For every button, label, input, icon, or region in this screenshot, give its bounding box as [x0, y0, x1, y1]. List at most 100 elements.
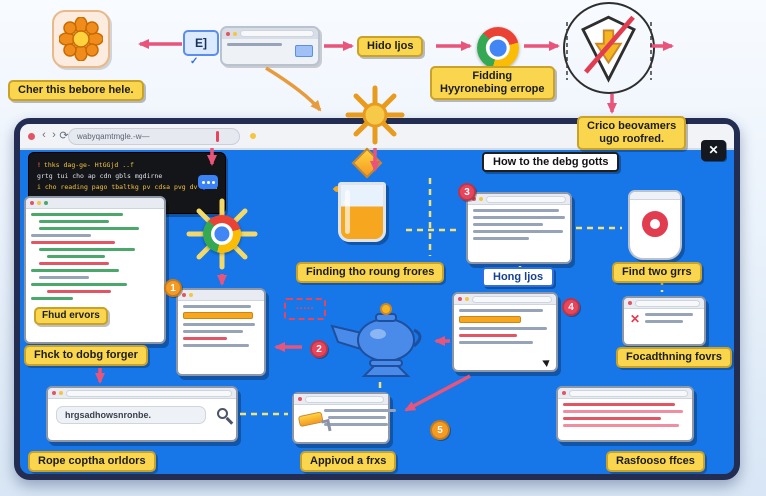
result-card-top — [466, 192, 572, 264]
text-line — [645, 320, 684, 323]
label-crico-line2: ugo roofred. — [599, 133, 665, 146]
card-titlebar — [48, 388, 236, 399]
glass-shine — [345, 190, 350, 234]
step-badge-3: 3 — [458, 183, 476, 201]
alert-icon: ! — [37, 161, 41, 169]
card-titlebar — [454, 294, 556, 305]
code-line — [39, 276, 89, 279]
label-focad: Focadthning fovrs — [616, 347, 732, 369]
text-line — [473, 230, 563, 233]
close-button[interactable]: ✕ — [701, 140, 726, 161]
text-line — [459, 341, 533, 344]
address-bar[interactable]: wabyqamtmgle.-w— — [68, 128, 240, 145]
starburst-icon — [345, 85, 405, 145]
console-line-1: !thks dag-ge- HtGGjd ..f — [37, 160, 217, 171]
roller-grip — [326, 419, 332, 432]
code-line — [31, 297, 73, 300]
magnifier-icon — [217, 408, 228, 419]
label-hido-ljos: Hido ljos — [357, 36, 424, 58]
code-line — [39, 220, 109, 223]
code-line — [39, 262, 109, 265]
label-find-two: Find two grrs — [612, 262, 702, 284]
error-underline — [459, 334, 517, 337]
text-line — [227, 43, 282, 46]
console-text-1: thks dag-ge- HtGGjd ..f — [43, 161, 134, 169]
step-badge-2: 2 — [310, 340, 328, 358]
red-text-line — [563, 403, 675, 406]
card-titlebar — [178, 290, 264, 301]
card-titlebar — [624, 298, 704, 309]
step-badge-1: 1 — [164, 279, 182, 297]
error-x-icon: ✕ — [630, 312, 641, 326]
card-titlebar — [294, 394, 388, 405]
bar-dot-yellow — [250, 133, 256, 139]
mini-content-box — [295, 45, 313, 57]
window-dot-yellow — [59, 391, 63, 395]
card-titlebar — [558, 388, 692, 399]
chat-bubble-icon — [198, 175, 218, 190]
window-dot-red — [28, 133, 35, 140]
text-line — [324, 423, 388, 426]
window-dot-green — [44, 201, 48, 205]
window-dot-yellow — [189, 293, 193, 297]
window-dot-yellow — [233, 31, 237, 36]
mini-address-pill — [240, 30, 314, 37]
label-how-to-debug: How to the debg gotts — [482, 152, 620, 172]
text-line — [459, 327, 547, 330]
error-line — [183, 337, 227, 340]
window-dot-yellow — [37, 201, 41, 205]
label-crico: Crico beovamers ugo roofred. — [577, 116, 687, 151]
cup-rim — [630, 192, 680, 200]
text-line — [473, 223, 543, 226]
error-card-right: ✕ — [622, 296, 706, 346]
cup-icon — [628, 190, 682, 260]
label-applied-fix: Appivod a frxs — [300, 451, 397, 473]
label-hong-ljos: Hong ljos — [482, 267, 555, 287]
label-find-errors: Fhud ervors — [34, 307, 108, 325]
label-finding-errors-line1: Fidding — [472, 70, 513, 82]
code-line — [31, 234, 91, 237]
flower-icon-svg — [59, 17, 103, 61]
window-dot-red — [458, 297, 462, 301]
fix-card-right — [452, 292, 558, 372]
blocked-download-icon — [563, 2, 655, 94]
red-text-line — [563, 417, 661, 420]
window-dot-yellow — [479, 197, 483, 201]
chrome-icon — [477, 27, 519, 69]
text-line — [473, 216, 565, 219]
code-line — [39, 227, 139, 230]
text-line — [324, 409, 396, 412]
check-icon: ✓ — [190, 56, 199, 67]
text-line — [473, 237, 529, 240]
reload-icon[interactable]: ⟳ — [59, 130, 69, 142]
console-line-2: grtg tui cho ap cdn gbls mgdirne — [37, 172, 163, 181]
shield-slash-svg — [581, 15, 636, 83]
window-dot-red — [52, 391, 56, 395]
code-line — [47, 255, 105, 258]
chrome-icon — [203, 215, 241, 253]
forward-icon[interactable]: › — [52, 129, 56, 141]
cursor-icon — [542, 357, 552, 367]
text-line — [183, 330, 243, 333]
card-address-pill — [472, 295, 552, 303]
code-line — [31, 241, 115, 244]
glass-cup-icon — [338, 182, 386, 242]
card-address-pill — [66, 389, 232, 397]
label-release-fixes: Rasfooso ffces — [606, 451, 705, 473]
text-line — [328, 416, 386, 419]
highlighted-row — [183, 312, 253, 319]
card-address-pill — [305, 395, 384, 403]
code-line — [47, 290, 111, 293]
code-line — [39, 248, 135, 251]
card-titlebar — [468, 194, 570, 205]
flower-icon — [52, 10, 110, 68]
back-icon[interactable]: ‹ — [42, 129, 46, 141]
step-badge-5: 5 — [430, 420, 450, 440]
highlighted-row — [459, 316, 521, 323]
mini-browser-titlebar — [222, 28, 318, 39]
card-address-pill — [486, 195, 566, 203]
text-line — [473, 209, 559, 212]
text-line — [183, 344, 249, 347]
url-text: hrgsadhowsnronbe. — [56, 406, 206, 424]
